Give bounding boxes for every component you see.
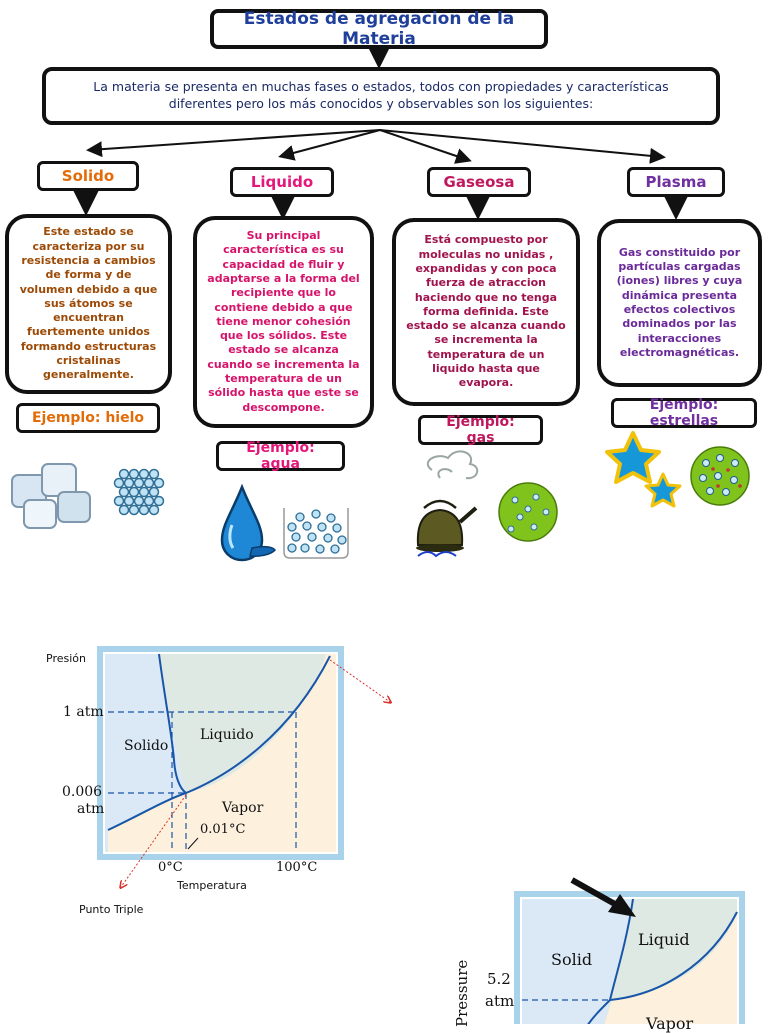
temp-tick-100c: 100°C — [276, 860, 318, 875]
map-title: Estados de agregacion de la Materia — [243, 9, 515, 49]
pressure-tick-atm: atm — [77, 801, 105, 817]
example-text-solido: Ejemplo: hielo — [31, 410, 145, 426]
desc-box-liquido: Su principal característica es su capaci… — [193, 216, 374, 428]
pressure-axis-label-2: Pressure — [453, 959, 471, 1027]
pressure-tick-atm-2: atm — [485, 992, 515, 1010]
example-text-plasma: Ejemplo: estrellas — [649, 397, 719, 429]
desc-text-solido: Este estado se caracteriza por su resist… — [19, 225, 158, 382]
state-label-solido: Solido — [37, 161, 139, 191]
example-box-solido: Ejemplo: hielo — [16, 403, 160, 433]
map-title-box: Estados de agregacion de la Materia — [210, 9, 548, 49]
state-name-plasma: Plasma — [645, 173, 707, 191]
triple-point-caption: Punto Triple — [79, 903, 144, 916]
state-label-gaseosa: Gaseosa — [427, 167, 531, 197]
gas-particles-icon — [498, 482, 558, 542]
example-box-plasma: Ejemplo: estrellas — [611, 397, 757, 429]
plasma-ions-icon — [690, 446, 750, 506]
region-label-vapor: Vapor — [222, 800, 264, 816]
region-label-solid: Solid — [551, 950, 593, 969]
desc-text-liquido: Su principal característica es su capaci… — [207, 229, 360, 414]
temperature-axis-label-1: Temperatura — [177, 879, 247, 892]
intro-text: La materia se presenta en muchas fases o… — [93, 79, 669, 111]
ice-cubes-icon — [11, 463, 91, 529]
pressure-tick-1atm: 1 atm — [63, 704, 104, 720]
desc-box-plasma: Gas constituido por partículas cargadas … — [597, 219, 762, 387]
state-name-solido: Solido — [61, 167, 115, 185]
pressure-tick-52: 5.2 — [487, 970, 511, 988]
pressure-tick-0006: 0.006 — [62, 784, 103, 800]
particle-lattice-icon — [113, 468, 165, 516]
region-liquid-1 — [159, 654, 326, 793]
state-label-plasma: Plasma — [627, 167, 725, 197]
kettle-steam-icon — [416, 450, 479, 558]
state-name-gaseosa: Gaseosa — [443, 173, 515, 191]
state-label-liquido: Liquido — [230, 167, 334, 197]
example-text-liquido: Ejemplo: agua — [246, 440, 315, 472]
star-icon — [605, 431, 682, 508]
triple-point-temp-label: 0.01°C — [200, 822, 246, 837]
desc-box-gaseosa: Está compuesto por moleculas no unidas ,… — [392, 218, 580, 406]
beaker-particles-icon — [283, 508, 349, 559]
temp-tick-0c: 0°C — [158, 860, 183, 875]
region-label-solido: Solido — [124, 738, 169, 754]
example-box-gaseosa: Ejemplo: gas — [418, 414, 543, 446]
pressure-axis-label-1: Presión — [46, 652, 86, 665]
desc-text-plasma: Gas constituido por partículas cargadas … — [616, 245, 743, 359]
region-label-liquido: Liquido — [200, 727, 254, 743]
desc-box-solido: Este estado se caracteriza por su resist… — [5, 214, 172, 394]
water-drop-icon — [220, 483, 276, 562]
state-name-liquido: Liquido — [250, 173, 314, 191]
region-label-liquid: Liquid — [638, 930, 690, 949]
example-box-liquido: Ejemplo: agua — [216, 440, 345, 472]
desc-text-gaseosa: Está compuesto por moleculas no unidas ,… — [406, 233, 566, 390]
example-text-gaseosa: Ejemplo: gas — [446, 414, 515, 446]
intro-box: La materia se presenta en muchas fases o… — [42, 67, 720, 125]
